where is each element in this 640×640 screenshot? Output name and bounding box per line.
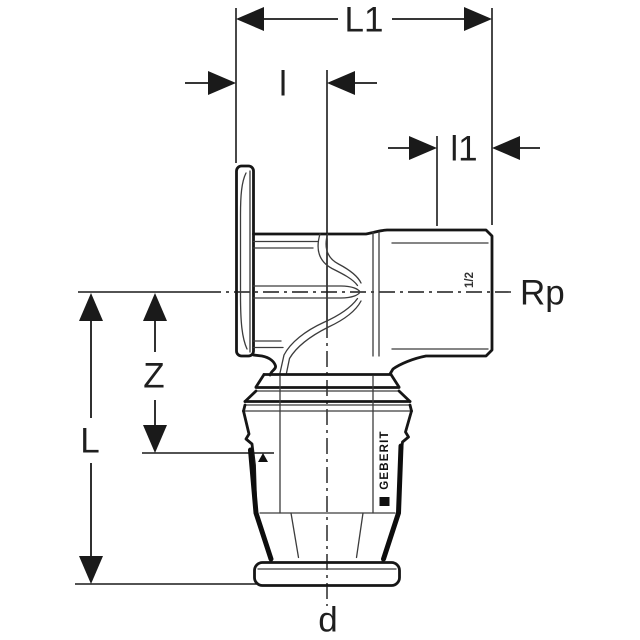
brand-logo-square-icon — [379, 497, 390, 506]
dimension-l1: L1 — [235, 1, 493, 225]
arrowhead-down-icon — [143, 425, 167, 453]
arrowhead-down-icon — [79, 556, 103, 584]
fitting-body: GEBERIT 1/2 — [235, 164, 494, 587]
arrowhead-up-icon — [143, 293, 167, 321]
section-curve — [325, 233, 362, 284]
arrowhead-left-icon — [236, 7, 264, 31]
brand-label: GEBERIT — [379, 430, 391, 490]
socket-end-rim — [253, 561, 401, 587]
section-curve — [317, 233, 359, 287]
dimension-label-l: L — [80, 422, 99, 461]
section-curve — [279, 297, 359, 374]
dimension-label-rp: Rp — [520, 274, 565, 313]
arrowhead-left-icon — [492, 136, 520, 160]
insertion-depth-marker-icon — [258, 453, 268, 462]
collar-side — [254, 373, 266, 389]
section-curve — [285, 300, 362, 374]
dimension-label-i: l — [279, 65, 287, 104]
press-socket-left-accent — [248, 447, 274, 562]
pipe-tongue-contour — [252, 285, 361, 299]
flange-inner-contour — [239, 172, 248, 350]
taper-inner-line — [355, 512, 364, 559]
wall-flange — [235, 164, 255, 358]
press-socket-right-accent — [381, 443, 404, 562]
arrowhead-right-icon — [409, 136, 437, 160]
dimension-label-z: Z — [143, 357, 164, 396]
collar-side — [397, 389, 412, 403]
dimension-label-i1: l1 — [450, 130, 477, 169]
arrowhead-right-icon — [464, 7, 492, 31]
bellows-collars — [242, 373, 413, 413]
dimension-i: l — [185, 65, 377, 104]
arrowhead-up-icon — [79, 293, 103, 321]
dimension-label-d: d — [318, 601, 337, 640]
collar-side — [389, 373, 401, 389]
thread-size-label: 1/2 — [464, 272, 476, 288]
dimension-z: Z — [142, 293, 274, 454]
arrowhead-right-icon — [208, 71, 236, 95]
taper-inner-line — [290, 512, 300, 559]
elbow-lower-outline — [252, 353, 277, 377]
dimension-l: L — [75, 293, 259, 585]
arrowhead-left-icon — [327, 71, 355, 95]
dimension-label-l1: L1 — [345, 1, 384, 40]
collar-side — [243, 389, 258, 403]
dimension-i1: l1 — [388, 130, 540, 226]
